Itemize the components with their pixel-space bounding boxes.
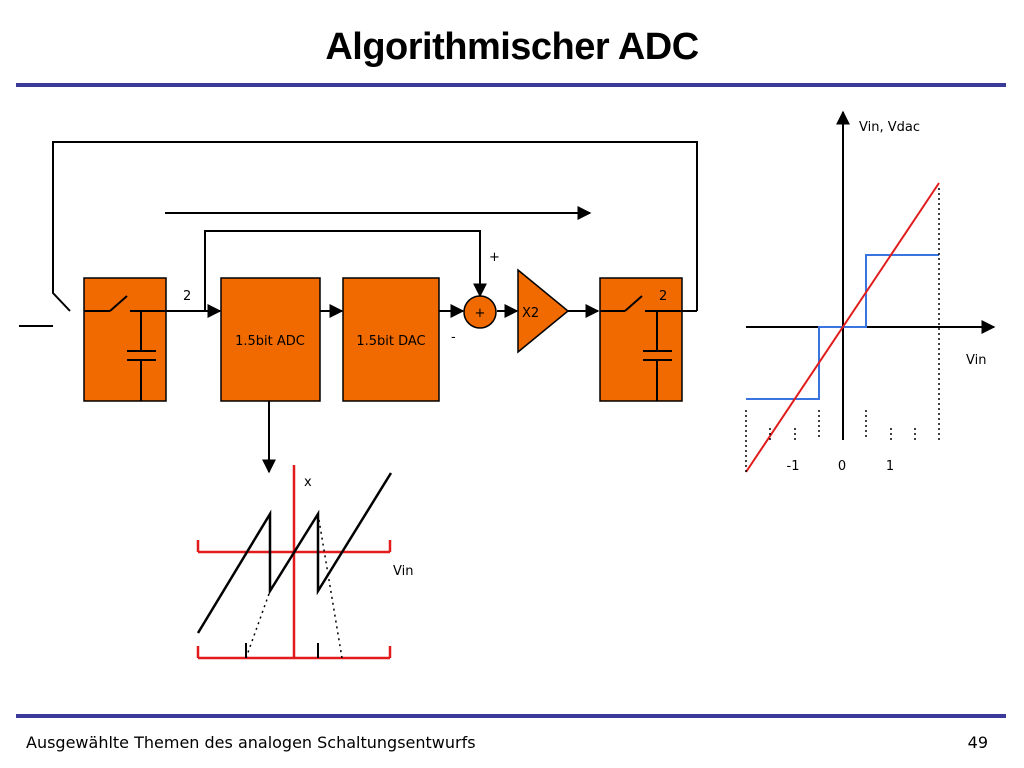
sample-hold-2 bbox=[599, 277, 683, 402]
dac-transfer-plot bbox=[745, 110, 996, 473]
dac-tick-zero: 0 bbox=[838, 459, 846, 474]
top-rule bbox=[16, 83, 1006, 87]
dac-x-label: Vin bbox=[966, 353, 986, 368]
bottom-rule bbox=[16, 714, 1006, 718]
adc-block bbox=[220, 277, 321, 402]
page-number: 49 bbox=[967, 733, 988, 752]
adc-block-label: 1.5bit ADC bbox=[235, 334, 305, 349]
dac-block-label: 1.5bit DAC bbox=[356, 334, 425, 349]
dac-block bbox=[342, 277, 440, 402]
feedback-loop bbox=[19, 141, 698, 474]
summer-minus-label: - bbox=[451, 330, 456, 345]
dac-tick-plus1: 1 bbox=[886, 459, 894, 474]
gain-label-right: 2 bbox=[659, 289, 667, 304]
summer-node bbox=[463, 295, 497, 329]
gain-label-left: 2 bbox=[183, 289, 191, 304]
page-title: Algorithmischer ADC bbox=[325, 26, 699, 68]
residue-plot bbox=[196, 465, 393, 660]
residue-y-label: x bbox=[304, 475, 312, 490]
footer-text: Ausgewählte Themen des analogen Schaltun… bbox=[26, 733, 476, 752]
summer-symbol: + bbox=[475, 306, 486, 321]
gain-amplifier bbox=[517, 268, 570, 354]
residue-x-label: Vin bbox=[393, 564, 413, 579]
gain-label: X2 bbox=[522, 306, 539, 321]
dac-y-label: Vin, Vdac bbox=[859, 120, 920, 135]
dac-tick-minus1: -1 bbox=[787, 459, 800, 474]
summer-plus-label: + bbox=[489, 250, 500, 265]
vin-line bbox=[745, 182, 940, 473]
sample-hold-1 bbox=[83, 277, 167, 402]
